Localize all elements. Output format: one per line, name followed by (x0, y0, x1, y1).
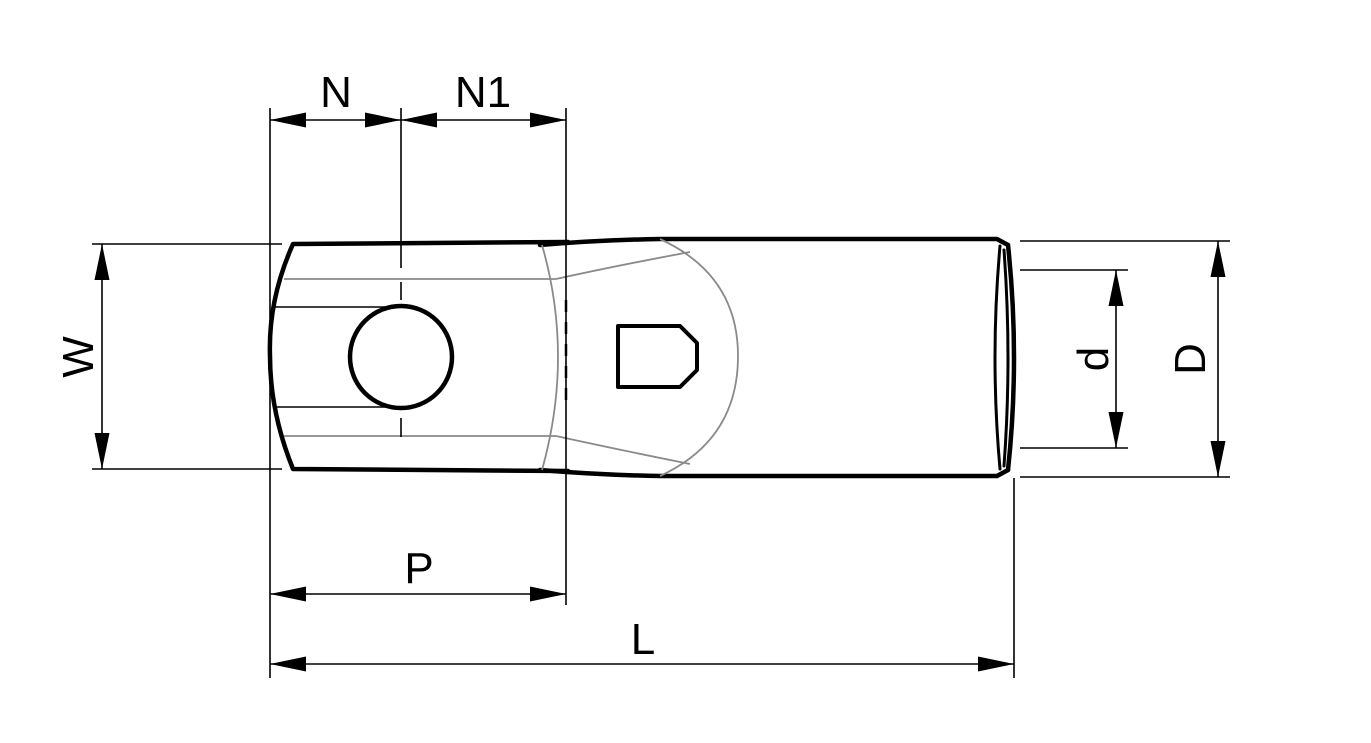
bolt-hole (347, 303, 455, 411)
label-N1: N1 (455, 68, 511, 117)
barrel-end-mid (993, 244, 1002, 471)
label-N: N (320, 68, 352, 117)
dimension-N1: N1 (401, 68, 566, 128)
label-P: P (404, 544, 433, 593)
dimension-d: d (1069, 270, 1124, 448)
label-L: L (631, 615, 655, 664)
label-D: D (1166, 343, 1215, 375)
dimension-D: D (1166, 241, 1226, 477)
transition-curve-right (659, 238, 739, 477)
dimension-P: P (270, 544, 566, 602)
transition-edge-top (555, 251, 691, 280)
dimension-W: W (54, 244, 110, 469)
dimension-L: L (270, 615, 1014, 672)
barrel-bottom-outline (537, 467, 1011, 479)
crimp-mark (616, 324, 699, 389)
lug-body (267, 108, 1017, 479)
transition-edge-bottom (555, 435, 691, 465)
barrel-end-outer (1005, 242, 1017, 473)
barrel-end-inner (1002, 248, 1010, 468)
label-d: d (1069, 347, 1118, 371)
barrel-top-outline (537, 236, 1011, 248)
extension-lines (92, 108, 1230, 678)
dimension-N: N (270, 68, 401, 128)
label-W: W (54, 336, 103, 378)
transition-curve-left (541, 244, 559, 471)
